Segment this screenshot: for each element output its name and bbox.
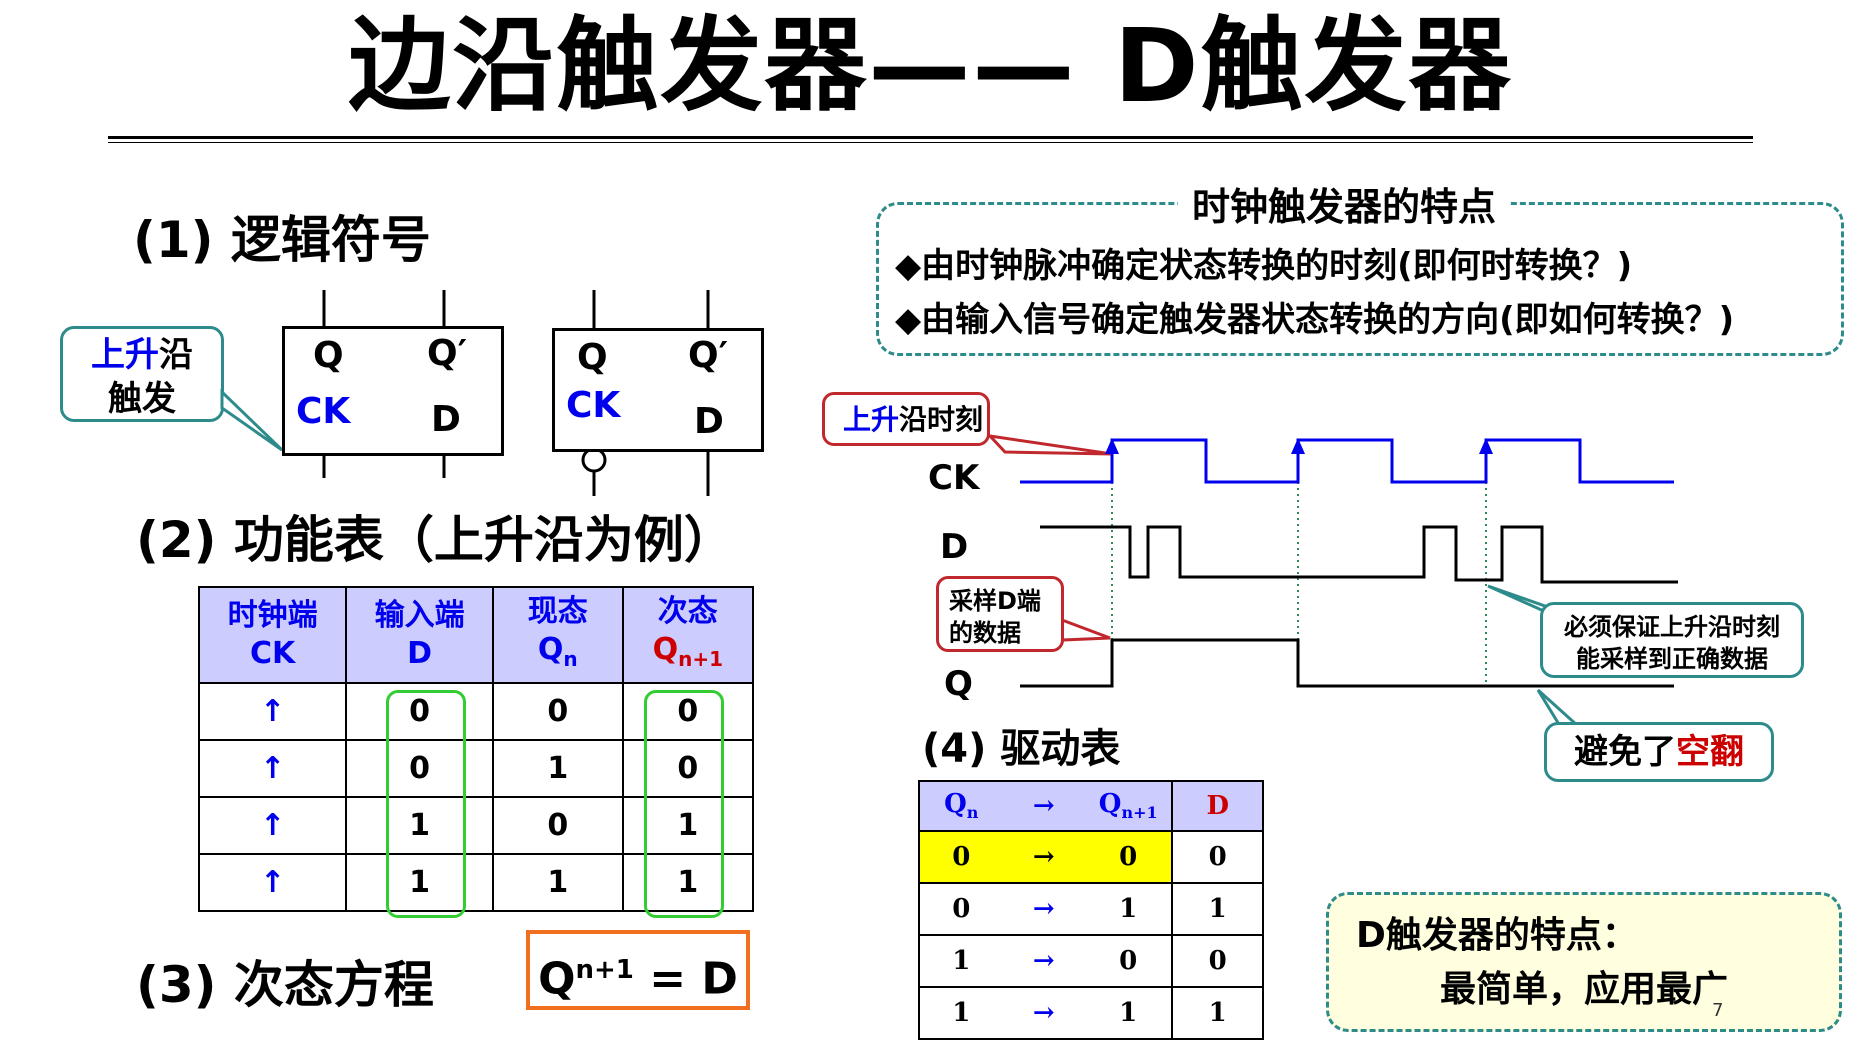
cell-qn1: 0 [621,739,755,798]
section-logic-symbol: (1) 逻辑符号 [133,211,431,269]
section-function-table: (2) 功能表（上升沿为例） [136,511,734,569]
ff1-ck-label: CK [296,391,351,432]
page-title: 边沿触发器—— D触发器 [348,7,1513,126]
cell-d: 0 [345,739,495,798]
table-row: ↑ 0 1 0 [197,739,755,798]
section-next-state-equation: (3) 次态方程 [136,956,434,1014]
cell-arrow: → [1002,882,1085,936]
signal-label-ck: CK [928,458,980,498]
cell-arrow: → [1002,986,1085,1040]
signal-label-d: D [940,527,969,567]
next-state-equation: Qn+1 = D [526,930,750,1010]
table-row: ↑ 1 0 1 [197,796,755,855]
rising-arrow [1479,438,1493,454]
header-qn1: Qn+1 [1084,780,1174,832]
ff2-d-label: D [694,401,724,442]
cell-d: 0 [1171,934,1264,988]
d-features-text: 最简单，应用最广 [1440,969,1729,1010]
rising-arrow [1105,438,1119,454]
header-qn: Qn [917,780,1003,832]
cell-qn1: 1 [621,853,755,912]
drive-table-header: Qn → Qn+1 D [917,780,1264,832]
sample-callout-pointer [1060,617,1111,642]
cell-qn: 0 [917,830,1003,884]
ff1-d-label: D [431,399,461,440]
table-row: 1 → 1 1 [917,986,1264,1040]
cell-d: 1 [1171,882,1264,936]
d-flipflop-rising: Q Q′ CK D [282,326,504,456]
section-drive-table: (4) 驱动表 [922,726,1121,772]
table-row: ↑ 1 1 1 [197,853,755,912]
callout-pointer [220,388,284,452]
cell-qn: 1 [917,986,1003,1040]
table-row: 0 → 0 0 [917,830,1264,884]
header-arrow: → [1002,780,1085,832]
d-column-highlight [386,690,466,918]
cell-d: 1 [345,796,495,855]
cell-qn1: 1 [1084,882,1174,936]
cell-qn1: 1 [621,796,755,855]
sample-d-callout: 采样D端 的数据 [936,576,1064,652]
cell-ck: ↑ [197,739,348,798]
must-sample-callout: 必须保证上升沿时刻 能采样到正确数据 [1540,602,1804,678]
cell-qn: 0 [492,796,624,855]
d-features-title: D触发器的特点： [1356,915,1638,956]
cell-arrow: → [1002,934,1085,988]
rising-time-callout: 上升沿时刻 [822,392,990,446]
ff1-q-label: Q [313,335,344,376]
page-number: 7 [1712,1000,1724,1021]
drive-table: Qn → Qn+1 D 0 → 0 0 0 → 1 1 1 → 0 0 1 → … [917,780,1264,1040]
rising-edge-callout: 上升沿 触发 [60,326,224,422]
title-rule [108,136,1753,139]
cell-qn: 1 [492,739,624,798]
cell-ck: ↑ [197,796,348,855]
cell-d: 1 [1171,986,1264,1040]
avoid-callout-pointer [1536,688,1582,728]
signal-label-q: Q [944,664,973,704]
cell-ck: ↑ [197,853,348,912]
d-waveform [1040,525,1678,584]
clock-features-title: 时钟触发器的特点 [1178,176,1511,231]
ff2-ck-label: CK [566,385,621,426]
clock-feature-item: ◆由输入信号确定触发器状态转换的方向(即如何转换？) [895,300,1735,340]
qn1-column-highlight [644,690,724,918]
cell-arrow: → [1002,830,1085,884]
avoid-flipping-callout: 避免了空翻 [1544,722,1774,782]
clock-feature-item: ◆由时钟脉冲确定状态转换的时刻(即何时转换？) [895,246,1633,286]
cell-d: 1 [345,853,495,912]
cell-qn: 0 [492,682,624,741]
table-row: 1 → 0 0 [917,934,1264,988]
cell-qn: 1 [492,853,624,912]
ck-waveform [1020,438,1674,484]
ff2-q-label: Q [577,337,608,378]
cell-qn1: 0 [1084,830,1174,884]
rising-arrow [1291,438,1305,454]
rising-callout-pointer [985,433,1113,456]
cell-qn1: 1 [1084,986,1174,1040]
cell-ck: ↑ [197,682,348,741]
title-rule-thin [108,142,1753,143]
ff2-qbar-label: Q′ [688,335,729,376]
ff1-qbar-label: Q′ [427,333,468,374]
cell-d: 0 [1171,830,1264,884]
table-row: 0 → 1 1 [917,882,1264,936]
d-flipflop-falling: Q Q′ CK D [552,328,764,452]
d-features-box [1326,892,1842,1032]
cell-qn: 1 [917,934,1003,988]
cell-qn1: 0 [1084,934,1174,988]
q-waveform [1020,638,1674,688]
header-d: D [1171,780,1264,832]
table-row: ↑ 0 0 0 [197,682,755,741]
cell-qn: 0 [917,882,1003,936]
